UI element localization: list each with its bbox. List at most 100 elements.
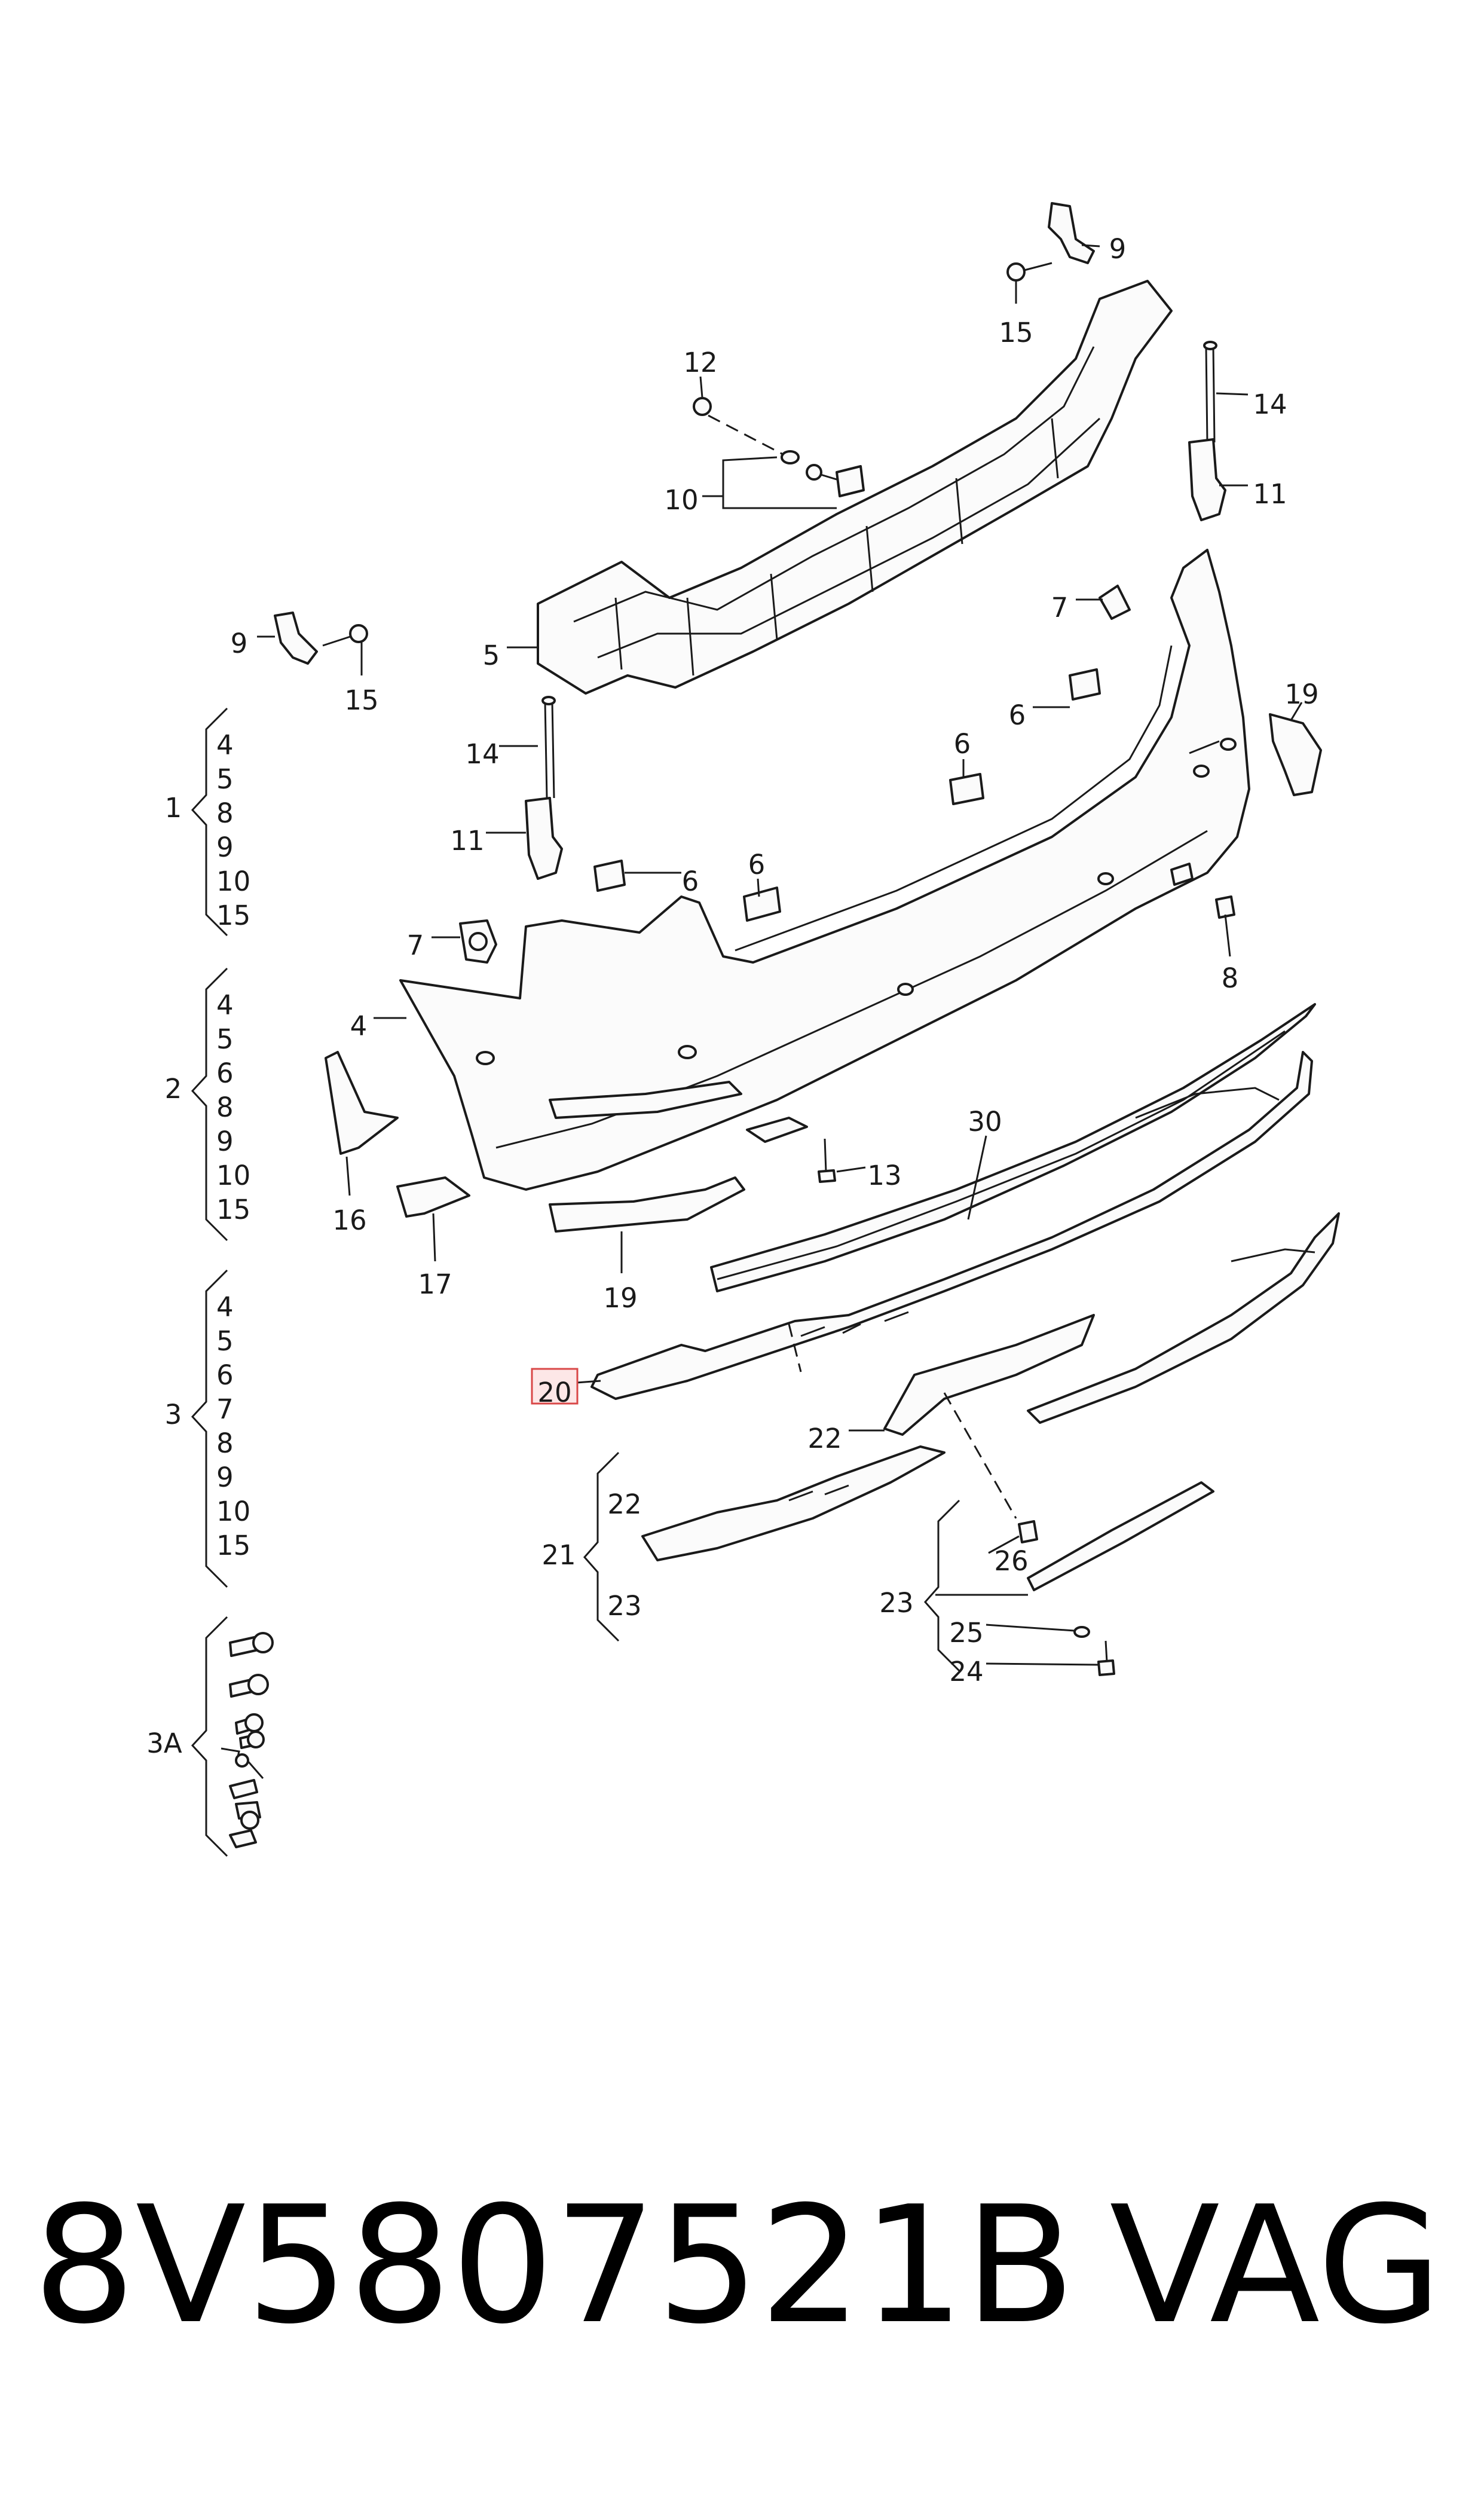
mount-plate-3 — [593, 860, 626, 892]
legend-item: 6 — [216, 1359, 234, 1391]
callout-9[interactable]: 9 — [1109, 233, 1127, 265]
brace-21 — [583, 1451, 620, 1642]
mesh-grille — [710, 1003, 1316, 1292]
legend-brace-3 — [191, 1269, 228, 1588]
trim-17 — [396, 1176, 470, 1218]
leader-lines — [257, 244, 1303, 1666]
legend-group-label: 2 — [165, 1073, 182, 1105]
clip-26 — [1018, 1520, 1038, 1543]
callout-8[interactable]: 8 — [1222, 962, 1239, 994]
lower-bracket — [746, 1117, 808, 1143]
callout-21[interactable]: 21 — [541, 1539, 576, 1571]
callout-22[interactable]: 22 — [807, 1423, 842, 1454]
callout-22[interactable]: 22 — [607, 1488, 641, 1520]
callout-23[interactable]: 23 — [607, 1590, 641, 1622]
callout-19[interactable]: 19 — [603, 1282, 637, 1314]
callout-11[interactable]: 11 — [1253, 478, 1287, 510]
highlight-box — [531, 1368, 579, 1405]
legend-item: 8 — [216, 797, 234, 829]
callout-15[interactable]: 15 — [344, 684, 378, 716]
bolt-13 — [818, 1138, 836, 1183]
washer-25 — [1073, 1626, 1090, 1638]
callout-6[interactable]: 6 — [954, 728, 971, 760]
cover-cap-right — [1269, 713, 1322, 796]
callout-5[interactable]: 5 — [483, 640, 500, 671]
fastener-set-3a — [221, 1632, 274, 1848]
legend-group-label: 3 — [165, 1399, 182, 1430]
callout-14[interactable]: 14 — [465, 738, 499, 770]
callout-24[interactable]: 24 — [949, 1656, 983, 1687]
lower-panel — [1027, 1212, 1340, 1424]
legend-brace-3a — [191, 1616, 228, 1857]
brand-name: VAG — [1109, 2171, 1442, 2359]
bolt-upper — [1006, 262, 1052, 282]
callout-6[interactable]: 6 — [748, 849, 766, 881]
callout-7[interactable]: 7 — [1051, 592, 1069, 623]
callout-7[interactable]: 7 — [407, 930, 424, 961]
highlighted-callout[interactable]: 20 — [531, 1368, 579, 1408]
legend-group-label: 1 — [165, 792, 182, 824]
bottom-panel — [641, 1445, 946, 1561]
callout-14[interactable]: 14 — [1253, 389, 1287, 420]
rear-diffuser — [590, 1051, 1313, 1400]
legend-brace-2 — [191, 967, 228, 1242]
stud-and-clip-right — [1188, 341, 1226, 521]
bolt-left — [322, 624, 368, 647]
legend-item: 5 — [216, 1325, 234, 1357]
assembly-line-lower — [943, 1392, 1017, 1519]
legend-item: 10 — [216, 866, 250, 897]
mount-plate-1 — [1069, 668, 1101, 701]
callout-6[interactable]: 6 — [1009, 699, 1026, 731]
callout-4[interactable]: 4 — [350, 1010, 368, 1042]
legend-item: 8 — [216, 1092, 234, 1123]
guide-right — [1099, 585, 1131, 620]
screw-24 — [1097, 1640, 1115, 1676]
legend-item: 4 — [216, 729, 234, 761]
assembly-line-12 — [708, 414, 784, 455]
stud-and-clip-left — [525, 696, 563, 880]
legend-item: 9 — [216, 1126, 234, 1157]
callout-26[interactable]: 26 — [994, 1545, 1028, 1577]
bumper-cover — [399, 549, 1250, 1191]
lower-strip — [1027, 1481, 1214, 1591]
legend-item: 7 — [216, 1393, 234, 1425]
mount-plate-4 — [743, 886, 781, 922]
legend-group-label: 3A — [146, 1728, 182, 1759]
bumper-carrier — [537, 280, 1173, 695]
legend-item: 15 — [216, 1194, 250, 1225]
legend-item: 10 — [216, 1160, 250, 1191]
bracket-upper-right — [1048, 202, 1095, 264]
center-piece — [883, 1314, 1095, 1436]
socket-8 — [1215, 895, 1235, 919]
legend-item: 15 — [216, 900, 250, 931]
legend-item: 4 — [216, 1291, 234, 1323]
brace-23 — [924, 1499, 960, 1672]
legend-item: 5 — [216, 763, 234, 795]
legend-item: 4 — [216, 989, 234, 1021]
part-number: 8V5807521B — [33, 2171, 1076, 2359]
callout-17[interactable]: 17 — [418, 1268, 452, 1300]
legend-item: 9 — [216, 831, 234, 863]
callout-11[interactable]: 11 — [450, 825, 484, 857]
callout-9[interactable]: 9 — [231, 628, 248, 659]
assembly-line-upper — [788, 1323, 802, 1372]
callout-25[interactable]: 25 — [949, 1617, 983, 1649]
callout-10[interactable]: 10 — [664, 484, 698, 516]
callout-12[interactable]: 12 — [683, 347, 717, 378]
legend-item: 6 — [216, 1057, 234, 1089]
legend-item: 15 — [216, 1530, 250, 1561]
mount-plate-2 — [949, 773, 984, 805]
nut-12 — [693, 397, 712, 416]
callout-16[interactable]: 16 — [332, 1204, 366, 1236]
legend-item: 10 — [216, 1496, 250, 1527]
callout-19[interactable]: 19 — [1284, 678, 1318, 710]
callout-23[interactable]: 23 — [879, 1587, 913, 1619]
legend-brace-1 — [191, 707, 228, 937]
callout-13[interactable]: 13 — [867, 1160, 901, 1191]
callout-30[interactable]: 30 — [968, 1106, 1002, 1138]
callout-6[interactable]: 6 — [682, 866, 699, 897]
callout-labels: 9 15 12 14 10 11 9 15 5 7 6 19 14 6 11 6 6 7 8 4 30 13 16 17 19 2… — [231, 233, 1319, 1687]
trim-16 — [325, 1051, 399, 1155]
callout-15[interactable]: 15 — [999, 317, 1033, 348]
